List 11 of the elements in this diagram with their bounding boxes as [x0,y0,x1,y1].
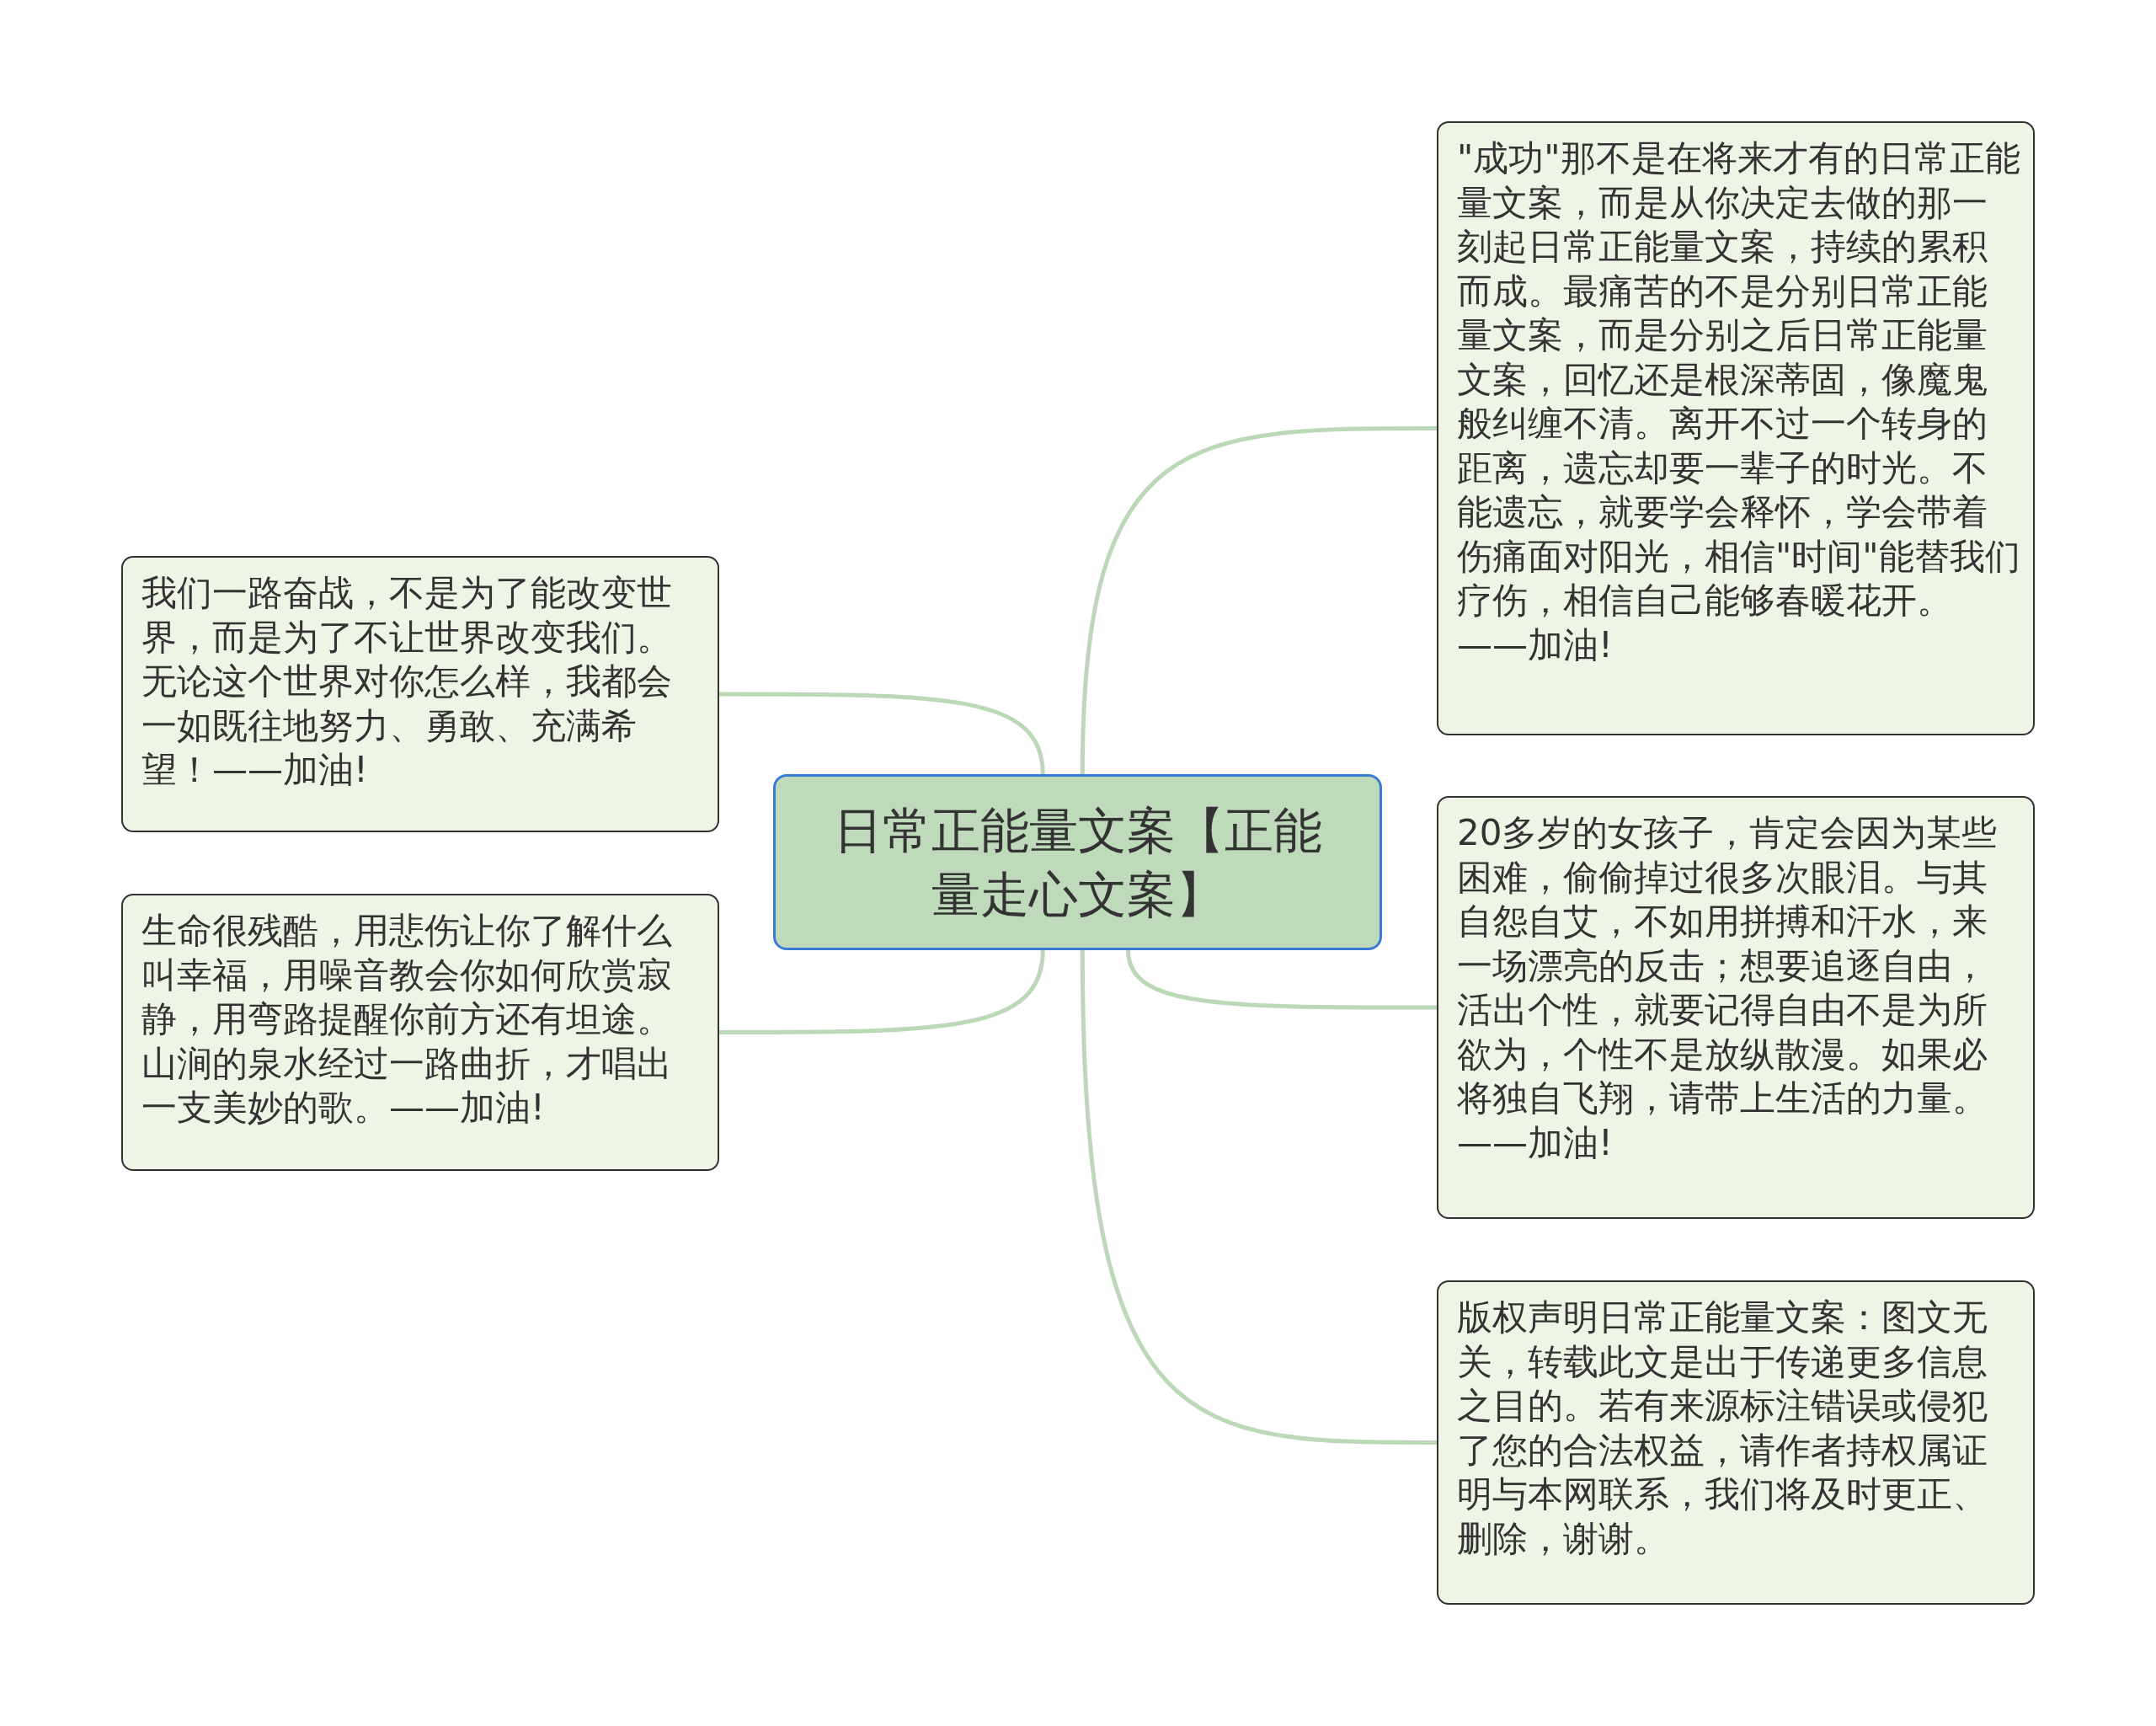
connector-line [719,692,1045,775]
topic-box: 版权声明日常正能量文案：图文无关，转载此文是出于传递更多信息之目的。若有来源标注错误或侵犯了您的合法权益，请作者持权属证明与本网联系，我们将及时更正、删除，谢谢。 [1437,1280,2035,1605]
connector-line [719,949,1045,1034]
central-topic-box: 日常正能量文案【正能量走心文案】 [773,774,1382,950]
topic-box: 我们一路奋战，不是为了能改变世界，而是为了不让世界改变我们。无论这个世界对你怎么样，我都会一如既往地努力、勇敢、充满希望！——加油! [121,556,719,832]
connector-line [1080,426,1437,775]
connector-line [1126,949,1437,1010]
topic-box: 生命很残酷，用悲伤让你了解什么叫幸福，用噪音教会你如何欣赏寂静，用弯路提醒你前方还有坦途。山涧的泉水经过一路曲折，才唱出一支美妙的歌。——加油! [121,894,719,1171]
connector-line [1080,949,1437,1445]
topic-box: "成功"那不是在将来才有的日常正能量文案，而是从你决定去做的那一刻起日常正能量文案，持续的累积而成。最痛苦的不是分别日常正能量文案，而是分别之后日常正能量文案，回忆还是根深蒂固，像魔鬼般纠缠不清。离开不过一个转身的距离，遗忘却要一辈子的时光。不能遗忘，就要学会释怀，学会带着伤痛面对阳光，相信"时间"能替我们疗伤，相信自己能够春暖花开。——加油! [1437,121,2035,735]
topic-box: 20多岁的女孩子，肯定会因为某些困难，偷偷掉过很多次眼泪。与其自怨自艾，不如用拼搏和汗水，来一场漂亮的反击；想要追逐自由，活出个性，就要记得自由不是为所欲为，个性不是放纵散漫。如果必将独自飞翔，请带上生活的力量。——加油! [1437,796,2035,1219]
